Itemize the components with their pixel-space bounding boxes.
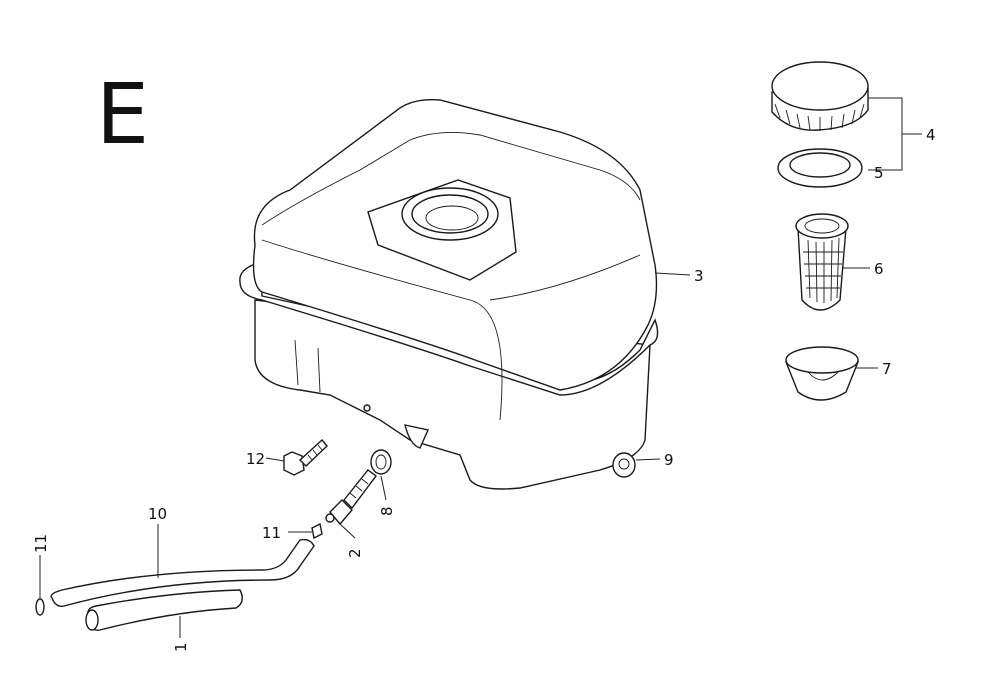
callout-12: 12 (246, 450, 265, 468)
packing-washer (370, 449, 392, 475)
leader-lines (39, 97, 922, 638)
callout-11-upper: 11 (262, 524, 281, 542)
cap-gasket (777, 148, 863, 188)
callout-10: 10 (148, 505, 167, 523)
callout-labels: 3 4 5 6 7 9 12 11 10 8 2 11 1 (32, 126, 936, 652)
callout-3: 3 (694, 267, 704, 285)
hose-clip-upper (311, 522, 323, 540)
grommet (612, 452, 636, 478)
callout-7: 7 (882, 360, 892, 378)
section-letter: E (96, 65, 150, 163)
callout-11-lower: 11 (32, 534, 50, 553)
fuel-tube (85, 589, 243, 631)
hose-clip-lower (35, 598, 45, 616)
fuel-strainer (795, 213, 849, 311)
callout-1: 1 (172, 642, 190, 652)
callout-9: 9 (664, 451, 674, 469)
fuel-hose (50, 538, 315, 608)
callout-2: 2 (346, 548, 364, 558)
strainer-ring (784, 346, 860, 401)
callout-4: 4 (926, 126, 936, 144)
callout-8: 8 (378, 506, 396, 516)
fuel-tank (239, 98, 659, 490)
drain-bolt (283, 438, 328, 476)
callout-5: 5 (874, 164, 884, 182)
callout-6: 6 (874, 260, 884, 278)
fuel-cap (771, 61, 869, 131)
fuel-cock (325, 469, 377, 526)
